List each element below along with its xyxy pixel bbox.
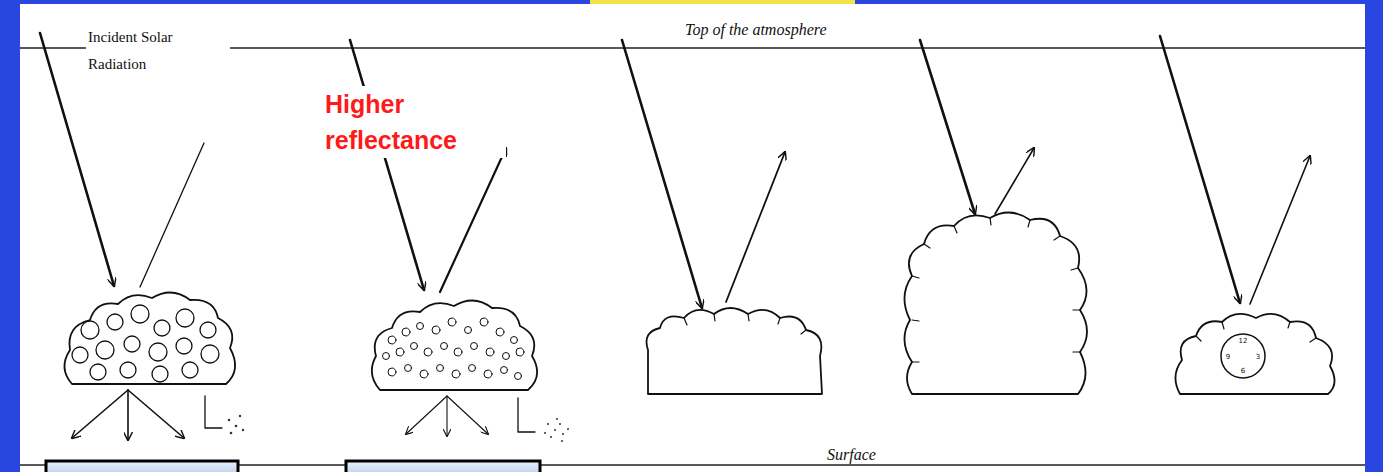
surface-label: Surface xyxy=(824,446,879,464)
clock-number: 12 xyxy=(1239,337,1248,345)
highlight-label: Higher reflectance xyxy=(322,86,506,158)
atmosphere-label: Top of the atmosphere xyxy=(682,21,829,39)
clock-number: 6 xyxy=(1241,367,1245,375)
radiation-label: Incident Solar Radiation xyxy=(86,24,230,78)
clock-number: 9 xyxy=(1226,353,1230,361)
clock-number: 3 xyxy=(1256,353,1260,361)
accent-bar xyxy=(590,0,855,4)
